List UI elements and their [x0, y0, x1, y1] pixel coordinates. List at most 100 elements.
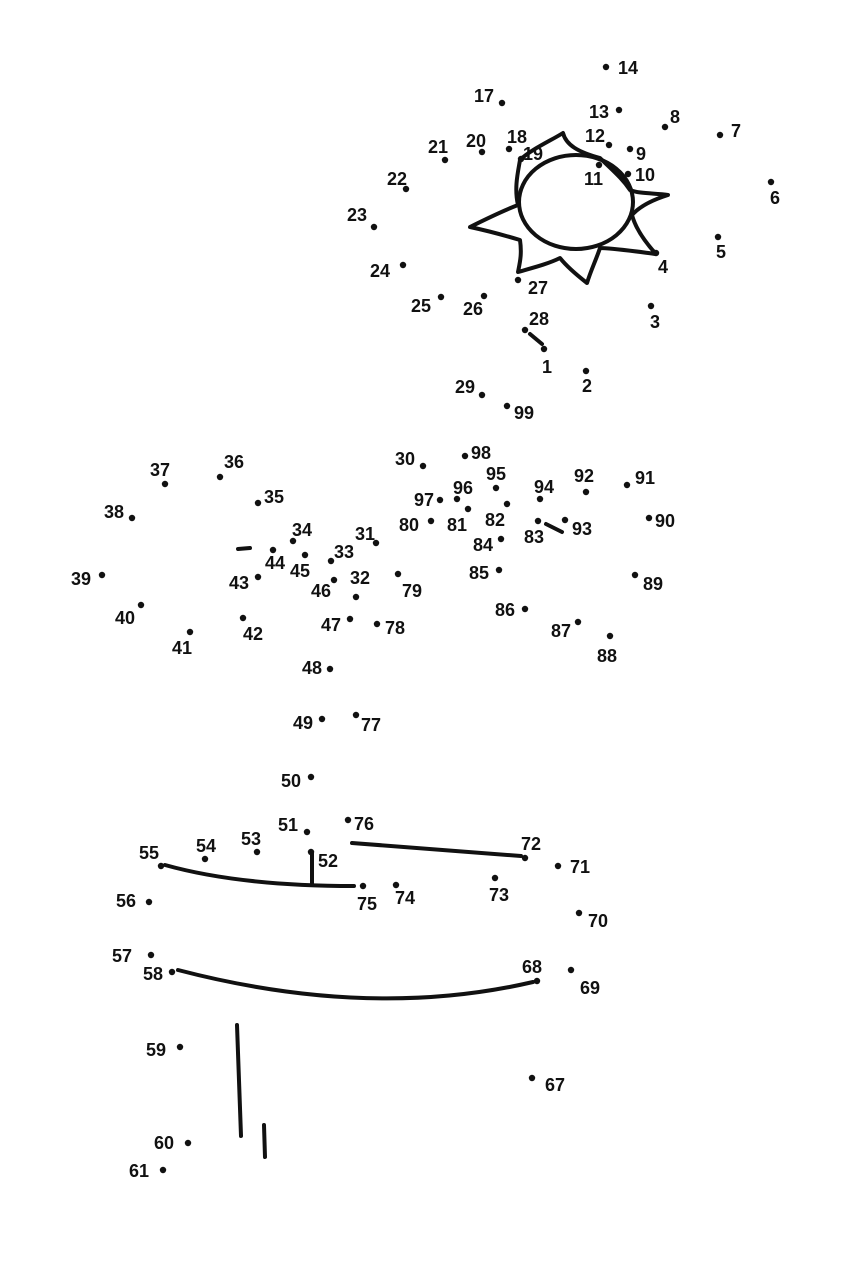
dot-label: 24 — [370, 261, 390, 281]
dot-label: 74 — [395, 888, 415, 908]
dot-6: 6 — [767, 178, 780, 208]
dot-marker — [159, 1166, 167, 1174]
dot-93: 93 — [561, 516, 592, 539]
dot-90: 90 — [645, 511, 675, 531]
dot-marker — [254, 499, 262, 507]
dot-label: 35 — [264, 487, 284, 507]
dot-marker — [521, 605, 529, 613]
dot-label: 47 — [321, 615, 341, 635]
dot-marker — [253, 848, 261, 856]
dot-label: 39 — [71, 569, 91, 589]
dot-marker — [419, 462, 427, 470]
dot-82: 82 — [485, 500, 511, 530]
dot-marker — [289, 537, 297, 545]
dot-40: 40 — [115, 601, 145, 628]
dot-label: 76 — [354, 814, 374, 834]
dot-50: 50 — [281, 771, 315, 791]
dot-label: 26 — [463, 299, 483, 319]
dot-marker — [359, 882, 367, 890]
sun-face — [517, 153, 635, 251]
dot-marker — [346, 615, 354, 623]
dot-marker — [567, 966, 575, 974]
dot-label: 56 — [116, 891, 136, 911]
dot-marker — [303, 828, 311, 836]
dot-label: 38 — [104, 502, 124, 522]
dot-marker — [254, 573, 262, 581]
dot-label: 75 — [357, 894, 377, 914]
dot-label: 68 — [522, 957, 542, 977]
dot-79: 79 — [394, 570, 422, 601]
dot-marker — [98, 571, 106, 579]
dot-53: 53 — [241, 829, 261, 856]
dot-13: 13 — [589, 102, 623, 122]
dot-2: 2 — [582, 367, 592, 396]
dot-12: 12 — [585, 126, 613, 149]
dot-5: 5 — [714, 233, 726, 262]
dot-label: 97 — [414, 490, 434, 510]
dot-label: 61 — [129, 1161, 149, 1181]
dot-48: 48 — [302, 658, 334, 678]
dot-marker — [128, 514, 136, 522]
dot-label: 57 — [112, 946, 132, 966]
dot-label: 80 — [399, 515, 419, 535]
dot-marker — [394, 570, 402, 578]
dot-marker — [184, 1139, 192, 1147]
dot-label: 17 — [474, 86, 494, 106]
dot-marker — [498, 99, 506, 107]
dot-73: 73 — [489, 874, 509, 905]
dot-label: 18 — [507, 127, 527, 147]
segment-stem-right — [262, 1123, 267, 1159]
dot-label: 50 — [281, 771, 301, 791]
dot-label: 10 — [635, 165, 655, 185]
dot-marker — [427, 517, 435, 525]
dot-label: 78 — [385, 618, 405, 638]
dot-label: 60 — [154, 1133, 174, 1153]
segment-28 — [528, 332, 544, 346]
dot-58: 58 — [143, 964, 176, 984]
dot-label: 96 — [453, 478, 473, 498]
dot-label: 27 — [528, 278, 548, 298]
dot-label: 2 — [582, 376, 592, 396]
dot-95: 95 — [486, 464, 506, 492]
dot-marker — [216, 473, 224, 481]
dot-76: 76 — [344, 814, 374, 834]
dot-10: 10 — [624, 165, 655, 185]
dot-label: 72 — [521, 834, 541, 854]
dot-marker — [464, 505, 472, 513]
dot-86: 86 — [495, 600, 529, 620]
segment-44 — [236, 546, 252, 551]
dot-96: 96 — [453, 478, 473, 503]
dot-marker — [533, 977, 541, 985]
dot-marker — [307, 773, 315, 781]
dot-label: 36 — [224, 452, 244, 472]
dot-marker — [574, 618, 582, 626]
dot-80: 80 — [399, 515, 435, 535]
dot-81: 81 — [447, 505, 472, 535]
dot-94: 94 — [534, 477, 554, 503]
dot-14: 14 — [602, 58, 638, 78]
dot-label: 8 — [670, 107, 680, 127]
dot-75: 75 — [357, 882, 377, 914]
dot-marker — [478, 148, 486, 156]
dot-marker — [606, 632, 614, 640]
dot-label: 31 — [355, 524, 375, 544]
dot-marker — [372, 539, 380, 547]
dot-marker — [605, 141, 613, 149]
dot-marker — [561, 516, 569, 524]
dot-label: 89 — [643, 574, 663, 594]
dot-67: 67 — [528, 1074, 565, 1095]
dot-34: 34 — [289, 520, 312, 545]
dot-label: 93 — [572, 519, 592, 539]
dot-3: 3 — [647, 302, 660, 332]
dot-marker — [441, 156, 449, 164]
dot-marker — [582, 367, 590, 375]
dot-marker — [437, 293, 445, 301]
dot-label: 32 — [350, 568, 370, 588]
dot-marker — [161, 480, 169, 488]
dot-marker — [453, 495, 461, 503]
dot-label: 42 — [243, 624, 263, 644]
dot-label: 1 — [542, 357, 552, 377]
dot-label: 55 — [139, 843, 159, 863]
dot-marker — [301, 551, 309, 559]
segment-83 — [544, 522, 564, 534]
